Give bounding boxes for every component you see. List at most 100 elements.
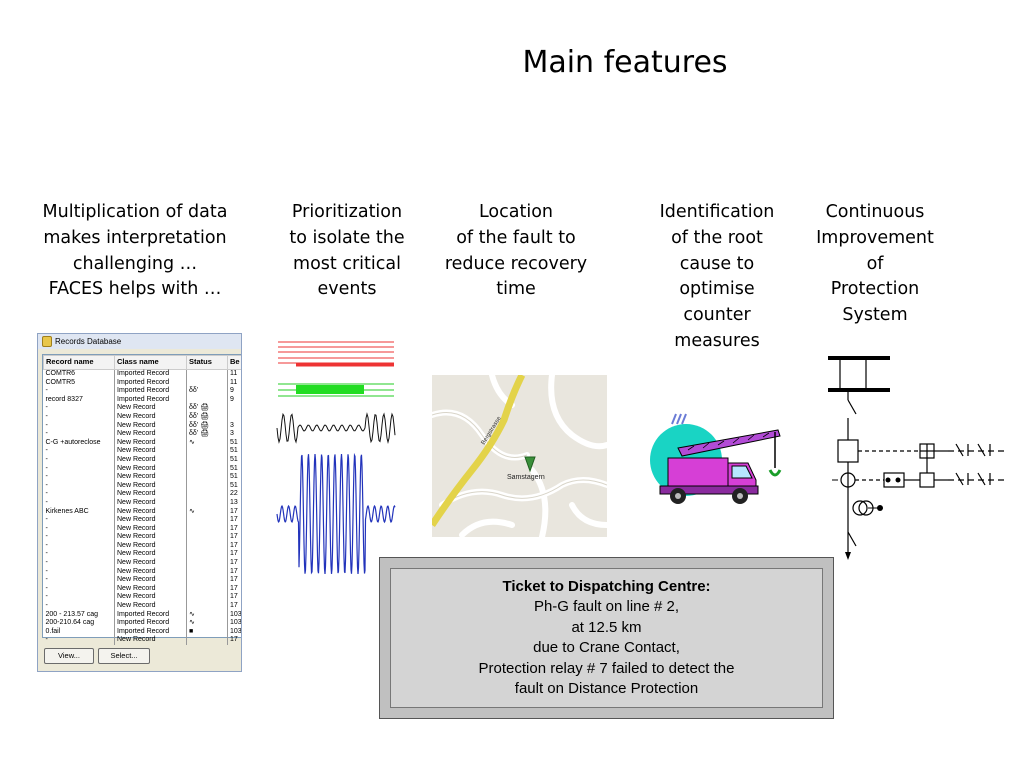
class-name-cell: New Record [114,490,187,499]
be-cell: 22 [230,490,238,498]
ticket-line: Protection relay # 7 failed to detect th… [478,659,735,677]
feature-line: makes interpretation [43,227,227,248]
class-name-cell: New Record [114,593,187,603]
be-cell: 17 [230,559,238,567]
status-cell: δδ' 🖨 [186,421,228,431]
be-cell: 51 [230,455,238,463]
feature-line: counter [683,305,751,326]
be-cell [228,404,242,413]
status-cell [186,369,228,379]
feature-line: of [866,253,884,274]
record-name-cell: - [43,412,115,422]
location-map: Bergstrasse Samstagern [432,375,607,537]
class-name-cell: New Record [114,567,187,577]
be-cell: 51 [230,438,238,446]
database-icon [42,336,52,347]
class-name-cell: Imported Record [114,619,187,628]
status-cell [186,636,228,645]
dispatch-ticket: Ticket to Dispatching Centre: Ph-G fault… [379,557,834,719]
view-button[interactable]: View... [44,648,94,664]
class-name-cell: New Record [114,447,187,456]
main-road [432,375,526,527]
column-header-class-name[interactable]: Class name [114,355,187,370]
column-header-status[interactable]: Status [186,355,228,370]
status-cell [186,602,228,611]
feature-line: challenging … [72,253,198,274]
status-cell [186,593,228,603]
status-cell [186,524,228,534]
feature-improvement: Continuous Improvement of Protection Sys… [810,200,940,329]
be-cell: 17 [230,636,238,644]
record-name-cell: - [43,516,115,525]
status-cell [186,490,228,499]
crane-truck-icon [650,413,782,504]
status-cell [186,576,228,585]
record-name-cell: 200-210.64 cag [43,619,115,628]
waveform-graphics [276,341,396,575]
column-header-be[interactable]: Be [227,355,241,370]
red-trace-lines [278,341,394,364]
be-cell [228,413,242,422]
feature-line: Improvement [816,227,934,248]
class-name-cell: New Record [114,550,187,560]
record-name-cell: - [43,636,115,645]
location-pin-icon [524,456,536,473]
be-cell: 17 [230,524,238,532]
record-name-cell: 0.fail [43,627,115,637]
class-name-cell: Imported Record [114,610,187,620]
be-cell: 17 [230,576,238,584]
record-name-cell: - [43,404,115,413]
ticket-content: Ticket to Dispatching Centre: Ph-G fault… [390,568,823,708]
status-cell [186,533,228,542]
feature-multiplication: Multiplication of data makes interpretat… [35,200,235,303]
be-cell: 9 [230,387,234,395]
class-name-cell: New Record [114,507,187,517]
map-label-place: Samstagern [507,474,545,481]
ticket-line: fault on Distance Protection [514,680,699,697]
black-waveform [276,412,396,444]
feature-prioritization: Prioritization to isolate the most criti… [282,200,412,303]
record-name-cell: - [43,473,115,482]
record-name-cell: - [43,498,115,508]
record-name-cell: - [43,481,115,491]
column-header-record-name[interactable]: Record name [43,355,115,370]
feature-line: cause to [679,253,755,274]
be-cell: 17 [230,602,238,610]
status-cell [186,395,228,405]
select-button[interactable]: Select... [98,648,150,664]
status-cell: ∿ [186,610,228,620]
